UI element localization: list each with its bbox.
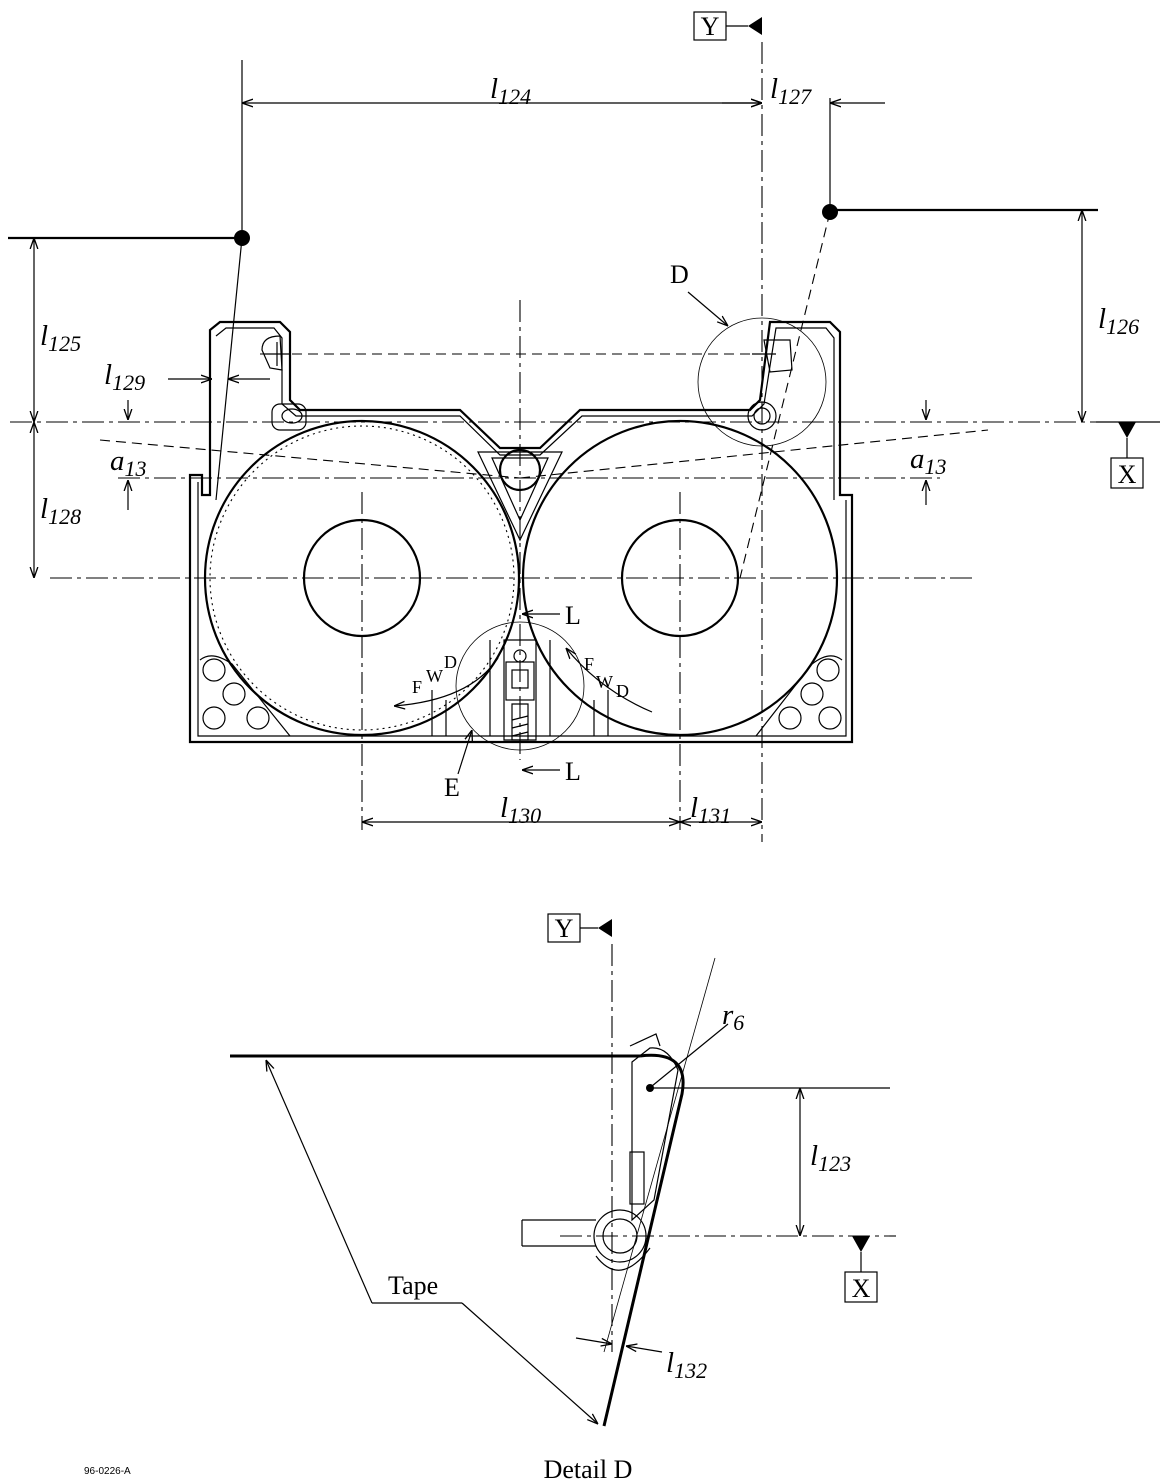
cassette-shell [188, 320, 854, 744]
svg-text:D: D [616, 681, 629, 701]
label-r6: r6 [722, 999, 744, 1035]
svg-text:F: F [412, 677, 422, 697]
label-l132: l132 [666, 1347, 707, 1383]
label-l124: l124 [490, 73, 531, 109]
left-corner-rollers [199, 655, 291, 737]
fwd-arrow-left [394, 657, 499, 706]
svg-text:Y: Y [555, 914, 574, 943]
figure-id: 96-0226-A [84, 1466, 131, 1477]
left-hub [302, 518, 422, 638]
label-tape: Tape [388, 1271, 438, 1300]
label-a13-right: a13 [910, 443, 947, 479]
tape-path-right [519, 429, 989, 479]
detail-d-view: Y l123 r6 X [230, 913, 896, 1427]
label-l131: l131 [690, 792, 731, 828]
svg-text:D: D [444, 652, 457, 672]
label-l130: l130 [500, 792, 541, 828]
label-section-l-bottom: L [565, 757, 581, 786]
label-l123: l123 [810, 1140, 851, 1176]
label-section-l-top: L [565, 601, 581, 630]
label-l126: l126 [1098, 303, 1139, 339]
right-corner-rollers [755, 655, 843, 737]
center-roller [498, 448, 542, 492]
datum-y-symbol-detail: Y [547, 913, 612, 943]
label-l127: l127 [770, 73, 812, 109]
detail-e-circle [455, 621, 585, 751]
right-hub [620, 518, 740, 638]
fwd-arrow-right [566, 648, 653, 713]
svg-text:W: W [426, 666, 443, 686]
left-reel [203, 419, 521, 737]
svg-text:W: W [596, 672, 613, 692]
label-l125: l125 [40, 320, 81, 356]
datum-y-letter: Y [701, 12, 720, 41]
label-l129: l129 [104, 359, 145, 395]
datum-y-symbol-top: Y [693, 11, 762, 41]
caption-detail-d: Detail D [544, 1455, 633, 1483]
datum-x-symbol-top: X [1096, 421, 1160, 489]
label-a13-left: a13 [110, 445, 147, 481]
label-l128: l128 [40, 493, 81, 529]
cassette-top-view: Y [8, 11, 1160, 842]
label-detail-d: D [670, 260, 689, 289]
label-view-e: E [444, 773, 460, 802]
svg-text:X: X [1118, 460, 1137, 489]
tape-path-left [99, 439, 521, 479]
svg-text:X: X [852, 1274, 871, 1303]
detail-reference-line [603, 957, 716, 1353]
right-reel [521, 419, 839, 737]
detail-d-circle [697, 317, 827, 447]
datum-x-symbol-detail: X [844, 1236, 878, 1303]
svg-text:F: F [584, 654, 594, 674]
